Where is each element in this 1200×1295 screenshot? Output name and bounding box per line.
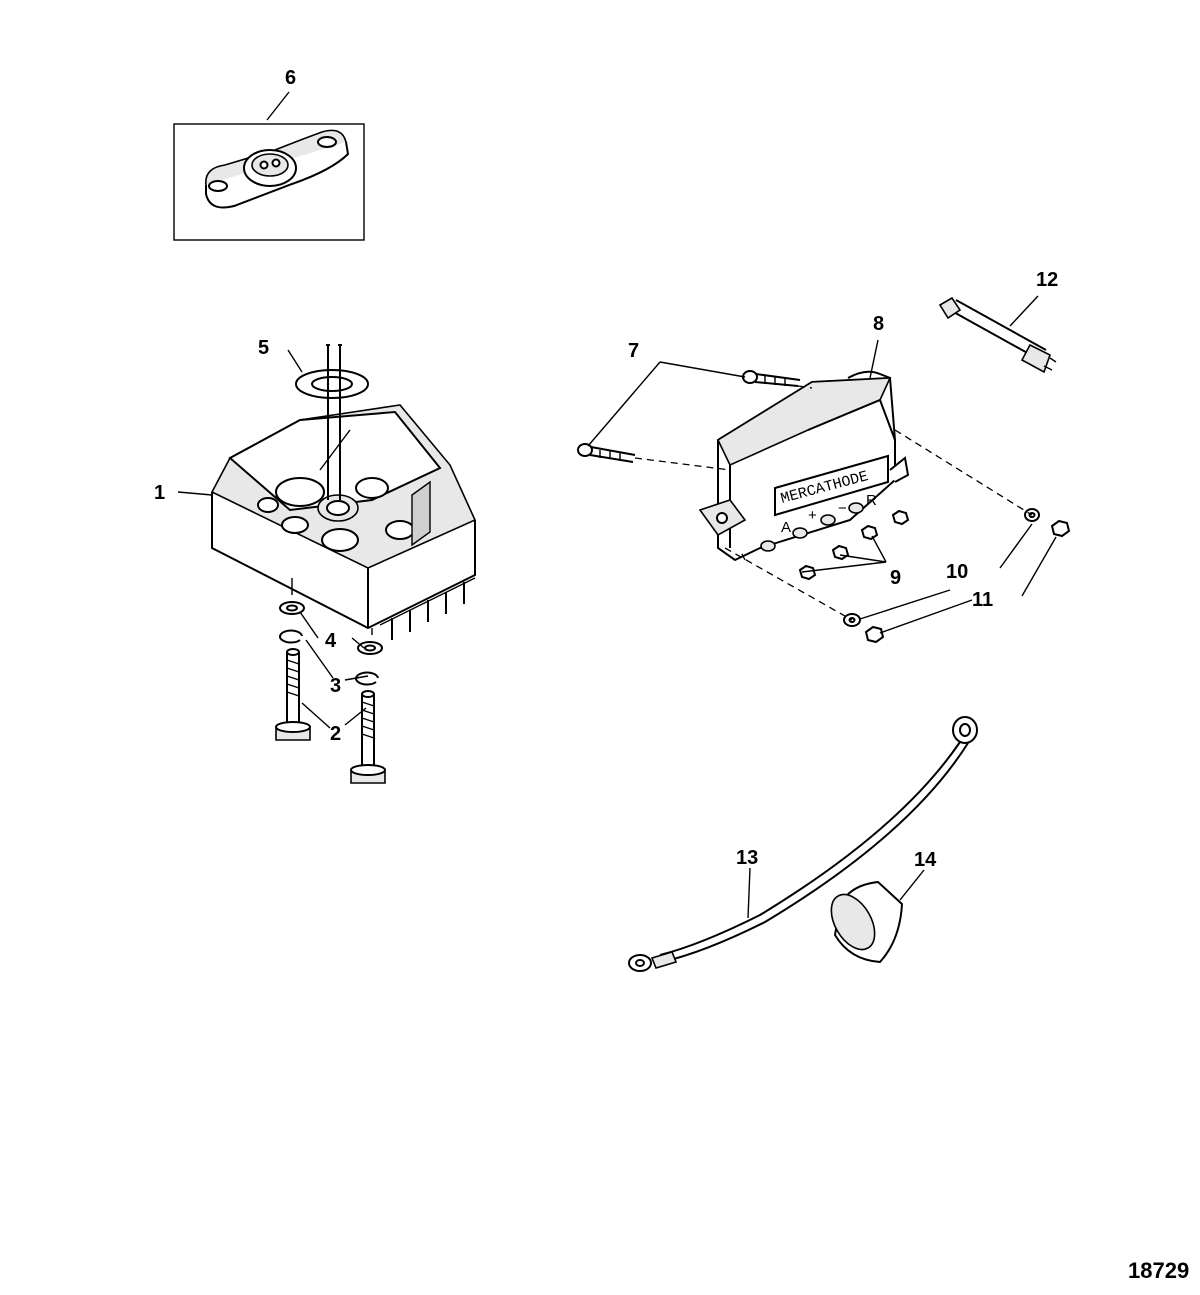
nameplate — [774, 454, 889, 517]
part-5-grommet — [295, 344, 369, 500]
figure-number: 18729 — [1128, 1258, 1189, 1283]
callout-4: 4 — [325, 630, 337, 652]
callout-14: 14 — [914, 849, 937, 871]
part-4-washers — [279, 601, 383, 655]
part-12-stud — [938, 296, 1057, 374]
leader-lines — [177, 91, 1057, 919]
part-9-nuts — [798, 509, 910, 581]
callout-3: 3 — [330, 675, 341, 697]
terminal-plus-label: + — [808, 507, 817, 524]
part-14-cap — [830, 880, 904, 964]
part-8-mercathode-controller: MERCATHODE A + − R — [698, 370, 910, 562]
terminal-r-label: R — [866, 492, 877, 509]
part-1-anode-housing — [210, 404, 477, 640]
part-3-lockwashers — [279, 629, 379, 686]
part-6-mounting-plate — [205, 129, 350, 209]
callout-6: 6 — [285, 67, 296, 89]
terminal-minus-label: − — [838, 500, 847, 517]
callout-12: 12 — [1036, 269, 1058, 291]
part-11-nuts — [864, 519, 1071, 644]
part-7-screws — [577, 370, 801, 463]
part-13-ground-strap — [628, 716, 978, 972]
part-6-inset — [173, 123, 365, 241]
callout-2: 2 — [330, 723, 341, 745]
callout-8: 8 — [873, 313, 884, 335]
assembly-guides — [634, 385, 1033, 621]
terminal-a-label: A — [781, 519, 791, 536]
callout-1: 1 — [154, 482, 165, 504]
part-2-bolts — [275, 648, 386, 784]
callout-9: 9 — [890, 567, 901, 589]
callout-numbers: 6 1 5 4 3 2 7 8 12 9 10 11 13 14 — [154, 67, 1058, 871]
callout-11: 11 — [972, 589, 993, 611]
callout-7: 7 — [628, 340, 639, 362]
callout-13: 13 — [736, 847, 758, 869]
callout-5: 5 — [258, 337, 269, 359]
inset-frame — [173, 123, 365, 241]
callout-10: 10 — [946, 561, 968, 583]
